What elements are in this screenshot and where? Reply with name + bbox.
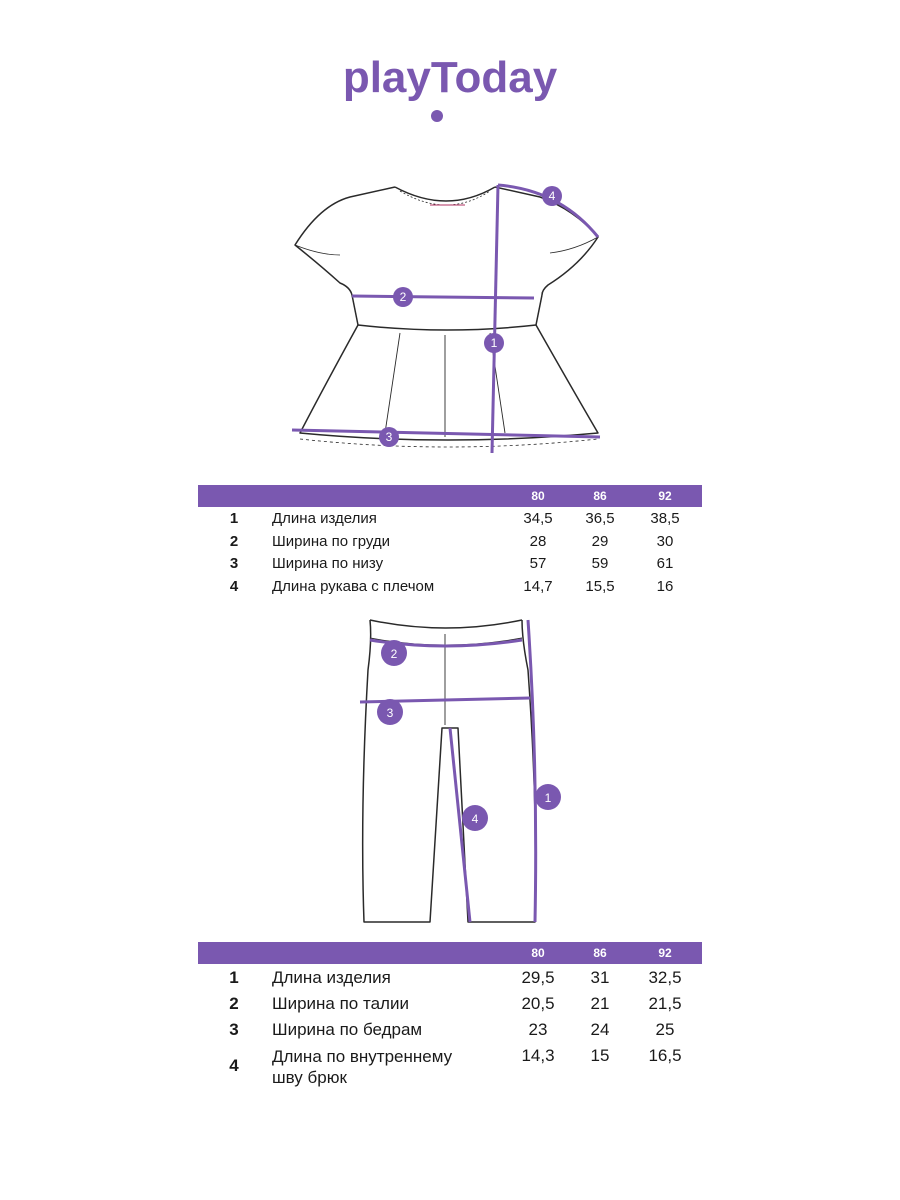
- logo-dot: [431, 110, 443, 122]
- row-value: 57: [529, 555, 547, 572]
- size-92: 92: [658, 489, 672, 503]
- row-value: 15: [590, 1046, 610, 1065]
- pants-sketch: 1 2 3 4: [359, 619, 561, 923]
- dress-marker-4: 4: [549, 189, 556, 203]
- row-label: Ширина по низу: [272, 555, 384, 572]
- row-value: 32,5: [648, 968, 682, 987]
- pants-marker-1: 1: [545, 791, 552, 805]
- row-number: 3: [229, 1020, 239, 1039]
- row-value: 16,5: [648, 1046, 682, 1065]
- pants-markers: 1 2 3 4: [377, 640, 561, 831]
- row-label: Ширина по бедрам: [272, 1020, 423, 1039]
- row-value: 59: [591, 555, 609, 572]
- table-row: 4 Длина по внутреннему шву брюк 14,3 15 …: [198, 1046, 702, 1094]
- row-label-line2: шву брюк: [272, 1068, 347, 1087]
- row-label-line1: Длина по внутреннему: [272, 1047, 453, 1066]
- row-label: Длина изделия: [272, 510, 377, 527]
- row-value: 23: [528, 1020, 548, 1039]
- row-value: 24: [590, 1020, 610, 1039]
- row-value: 28: [529, 532, 547, 550]
- table-row: 3 Ширина по низу 57 59 61: [198, 555, 702, 578]
- table-row: 2 Ширина по талии 20,5 21 21,5: [198, 994, 702, 1020]
- pants-marker-2: 2: [391, 647, 398, 661]
- size-86: 86: [593, 946, 607, 960]
- table-row: 4 Длина рукава с плечом 14,7 15,5 16: [198, 578, 702, 601]
- size-92: 92: [658, 946, 672, 960]
- row-value: 25: [655, 1020, 675, 1039]
- dress-markers: 1 2 3 4: [379, 186, 562, 447]
- size-80: 80: [531, 489, 545, 503]
- row-number: 1: [229, 968, 239, 987]
- row-label: Длина по внутреннему шву брюк: [272, 1046, 452, 1088]
- row-label: Длина изделия: [272, 968, 391, 987]
- row-value: 21: [590, 994, 610, 1013]
- brand-logo: playToday: [343, 53, 558, 122]
- row-number: 4: [229, 577, 239, 595]
- row-value: 14,7: [523, 577, 553, 595]
- row-value: 30: [656, 532, 674, 550]
- row-label: Длина рукава с плечом: [272, 577, 435, 595]
- pants-table-header: 80 86 92: [198, 942, 702, 964]
- row-value: 14,3: [521, 1046, 555, 1065]
- size-86: 86: [593, 489, 607, 503]
- row-value: 31: [590, 968, 610, 987]
- row-label: Ширина по груди: [272, 532, 391, 550]
- pants-marker-4: 4: [472, 812, 479, 826]
- logo-text: playToday: [343, 53, 558, 102]
- row-number: 2: [229, 532, 239, 550]
- row-number: 2: [229, 994, 239, 1013]
- dress-sketch: 1 2 3 4: [291, 183, 601, 454]
- row-value: 20,5: [521, 994, 555, 1013]
- pants-size-table: 80 86 92 1 Длина изделия 29,5 31 32,5 2 …: [198, 942, 702, 1094]
- row-label: Ширина по талии: [272, 994, 409, 1013]
- dress-marker-3: 3: [386, 430, 393, 444]
- row-number: 1: [229, 510, 239, 527]
- row-value: 38,5: [650, 510, 680, 527]
- row-value: 36,5: [585, 510, 615, 527]
- row-value: 21,5: [648, 994, 682, 1013]
- size-80: 80: [531, 946, 545, 960]
- row-value: 16: [656, 577, 674, 595]
- pants-marker-3: 3: [387, 706, 394, 720]
- table-row: 1 Длина изделия 29,5 31 32,5: [198, 968, 702, 994]
- row-number: 3: [229, 555, 239, 572]
- row-number: 4: [229, 1056, 239, 1075]
- table-row: 1 Длина изделия 34,5 36,5 38,5: [198, 510, 702, 533]
- dress-table-header: 80 86 92: [198, 485, 702, 507]
- dress-marker-2: 2: [400, 290, 407, 304]
- dress-marker-1: 1: [491, 336, 498, 350]
- row-value: 15,5: [585, 577, 615, 595]
- table-row: 3 Ширина по бедрам 23 24 25: [198, 1020, 702, 1046]
- table-row: 2 Ширина по груди 28 29 30: [198, 533, 702, 556]
- row-value: 29: [591, 532, 609, 550]
- dress-size-table: 80 86 92 1 Длина изделия 34,5 36,5 38,5 …: [198, 485, 702, 600]
- row-value: 61: [656, 555, 674, 572]
- row-value: 34,5: [523, 510, 553, 527]
- row-value: 29,5: [521, 968, 555, 987]
